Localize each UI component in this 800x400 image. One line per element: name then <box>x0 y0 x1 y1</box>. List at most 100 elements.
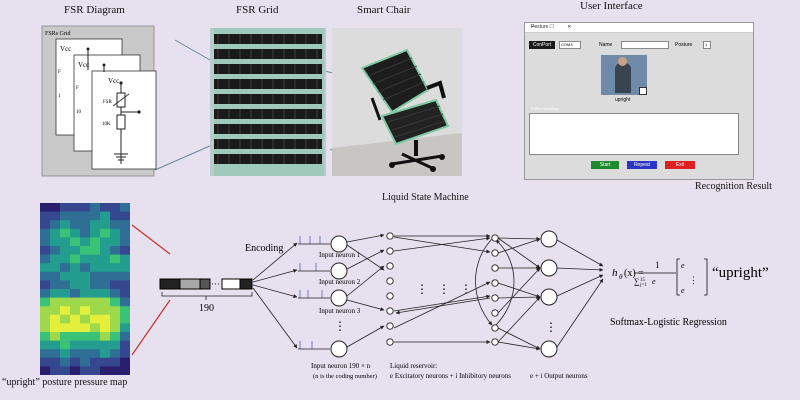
heatmap-cell <box>100 366 111 375</box>
heatmap-cell <box>60 263 71 273</box>
heatmap-cell <box>40 280 51 290</box>
heatmap-cell <box>100 203 111 212</box>
repeat-button[interactable]: Repeat <box>627 161 657 169</box>
heatmap-cell <box>120 271 130 281</box>
heatmap-cell <box>40 254 51 264</box>
connector-line <box>154 144 213 171</box>
heatmap-cell <box>90 323 101 333</box>
svg-text:∑: ∑ <box>634 277 640 286</box>
heatmap-cell <box>90 237 101 247</box>
heatmap-cell <box>50 246 61 255</box>
heatmap-cell <box>70 306 81 316</box>
heatmap-cell <box>110 297 121 307</box>
readout-neuron <box>491 338 499 346</box>
heatmap-cell <box>110 306 121 316</box>
fsr-strip <box>214 34 322 44</box>
fsr-strip <box>214 49 322 59</box>
svg-text:⋮: ⋮ <box>689 275 698 285</box>
readout-neuron <box>491 294 499 302</box>
posture-image-caption: upright <box>615 97 631 103</box>
heatmap-cell <box>60 246 71 255</box>
heatmap-cell <box>70 349 81 359</box>
svg-text:e: e <box>681 261 685 270</box>
heatmap-cell <box>40 220 51 230</box>
heatmap-cell <box>70 237 81 247</box>
fsr-grid-photo <box>210 28 326 176</box>
reservoir-ellipsis-2: ⋮ <box>438 282 450 296</box>
heatmap-cell <box>50 357 61 367</box>
heatmap-cell <box>120 237 130 247</box>
heatmap-link-bottom <box>131 299 171 356</box>
heatmap-cell <box>60 323 71 333</box>
heatmap-cell <box>60 366 71 375</box>
heatmap-cell <box>110 237 121 247</box>
heatmap-cell <box>80 271 91 281</box>
heatmap-cell <box>90 357 101 367</box>
heatmap-cell <box>60 349 71 359</box>
heatmap-cell <box>80 357 91 367</box>
posture-field[interactable]: 1 <box>703 41 711 49</box>
heatmap-cell <box>110 271 121 281</box>
readout-edge <box>497 295 541 300</box>
window-controls[interactable]: — ☐ ✕ <box>531 24 578 30</box>
posture-label: Posture <box>675 42 693 48</box>
heatmap-cell <box>120 280 130 290</box>
heatmap-cell <box>50 289 61 298</box>
heatmap-cell <box>70 203 81 212</box>
image-badge <box>639 87 647 95</box>
heatmap-cell <box>90 332 101 341</box>
person-figure <box>615 63 631 93</box>
heatmap-cell <box>80 237 91 247</box>
posture-heatmap <box>40 203 130 375</box>
heatmap-cell <box>80 366 91 375</box>
heatmap-cell <box>40 289 51 298</box>
heatmap-cell <box>110 254 121 264</box>
input-vector <box>159 278 253 290</box>
heatmap-cell <box>50 306 61 316</box>
heatmap-cell <box>40 314 51 324</box>
heatmap-cell <box>80 297 91 307</box>
fsr-strips <box>214 34 322 164</box>
svg-text:10: 10 <box>76 110 82 115</box>
exit-button[interactable]: Exit <box>665 161 695 169</box>
heatmap-cell <box>40 211 51 221</box>
reservoir-connections <box>393 234 515 344</box>
heatmap-cell <box>70 280 81 290</box>
user-interface-title: User Interface <box>580 0 643 12</box>
readout-neuron <box>491 324 499 332</box>
recognition-result-title: Recognition Result <box>695 181 772 192</box>
heatmap-cell <box>110 228 121 238</box>
svg-text:F: F <box>58 70 61 75</box>
reservoir-title: Liquid reservoir: <box>390 362 437 370</box>
reservoir-neuron <box>386 338 394 346</box>
heatmap-cell <box>90 211 101 221</box>
heatmap-cell <box>40 237 51 247</box>
heatmap-cell <box>100 280 111 290</box>
heatmap-cell <box>100 254 111 264</box>
svg-text:(x) =: (x) = <box>624 268 644 279</box>
input-neuron-3 <box>330 289 348 307</box>
start-button[interactable]: Start <box>591 161 619 169</box>
smart-chair-photo <box>332 28 462 176</box>
smart-chair-title: Smart Chair <box>357 4 411 16</box>
connect-port-button[interactable]: ConPort <box>529 41 555 49</box>
heatmap-cell <box>90 349 101 359</box>
port-select[interactable]: COM3 <box>559 41 581 49</box>
readout-neuron <box>491 249 499 257</box>
readout-small-neurons <box>491 234 499 346</box>
svg-text:h: h <box>612 267 618 279</box>
heatmap-cell <box>70 211 81 221</box>
readout-edge <box>497 237 541 269</box>
heatmap-cell <box>40 349 51 359</box>
heatmap-cell <box>110 357 121 367</box>
output-neuron-2 <box>540 259 558 277</box>
heatmap-cell <box>50 220 61 230</box>
heatmap-cell <box>90 289 101 298</box>
heatmap-cell <box>40 340 51 350</box>
svg-text:FSR: FSR <box>103 100 113 105</box>
readings-textarea[interactable] <box>529 113 739 155</box>
name-input[interactable] <box>621 41 669 49</box>
heatmap-cell <box>60 297 71 307</box>
heatmap-cell <box>90 280 101 290</box>
user-interface-window: Posture — ☐ ✕ ConPort COM3 Name Posture … <box>524 22 754 180</box>
